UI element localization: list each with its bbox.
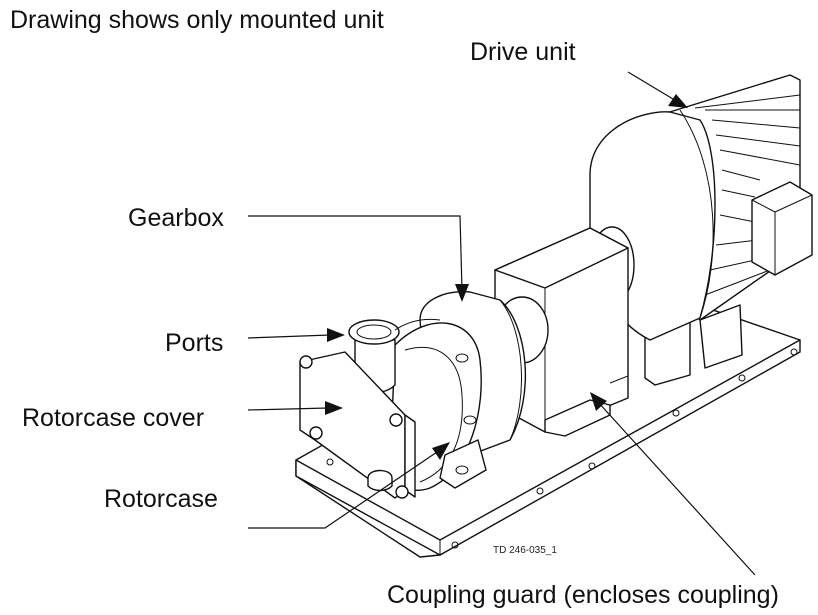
label-gearbox: Gearbox (128, 204, 224, 232)
rotorcase-cover-plate (299, 351, 416, 499)
label-rotorcase-cover: Rotorcase cover (22, 404, 205, 432)
label-coupling-guard: Coupling guard (encloses coupling) (387, 581, 779, 609)
drawing-reference: TD 246-035_1 (493, 545, 557, 556)
motor-feet (644, 304, 743, 386)
leader-lines (247, 71, 756, 576)
label-rotorcase: Rotorcase (104, 485, 218, 513)
label-drive-unit: Drive unit (470, 38, 576, 66)
drawing-caption: Drawing shows only mounted unit (10, 6, 384, 34)
label-ports: Ports (165, 329, 224, 357)
